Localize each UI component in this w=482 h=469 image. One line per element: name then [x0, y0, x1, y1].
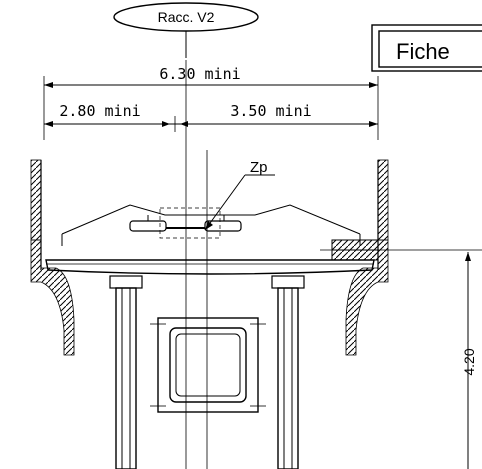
title-banner: Fiche: [371, 24, 482, 72]
left-pillar: [109, 275, 143, 469]
oval-callout-text: Racc. V2: [158, 9, 215, 25]
height-dimension: 4.20: [461, 252, 477, 469]
right-pillar: [271, 275, 305, 469]
oval-callout: Racc. V2: [113, 2, 259, 58]
central-box: [150, 317, 266, 413]
total-width-label: 6.30 mini: [159, 65, 240, 83]
banner-text: Fiche: [396, 39, 450, 64]
left-width-label: 2.80 mini: [59, 102, 140, 120]
left-abutment: [30, 159, 75, 356]
zp-label: Zp: [250, 159, 268, 176]
total-width-dimension: 6.30 mini: [43, 65, 379, 140]
right-width-label: 3.50 mini: [230, 102, 311, 120]
zp-callout: Zp: [204, 159, 275, 231]
split-width-dimension: 2.80 mini 3.50 mini: [44, 102, 378, 132]
height-label: 4.20: [461, 348, 477, 375]
deck-equipment: [320, 239, 482, 261]
main-slab: [45, 259, 375, 275]
